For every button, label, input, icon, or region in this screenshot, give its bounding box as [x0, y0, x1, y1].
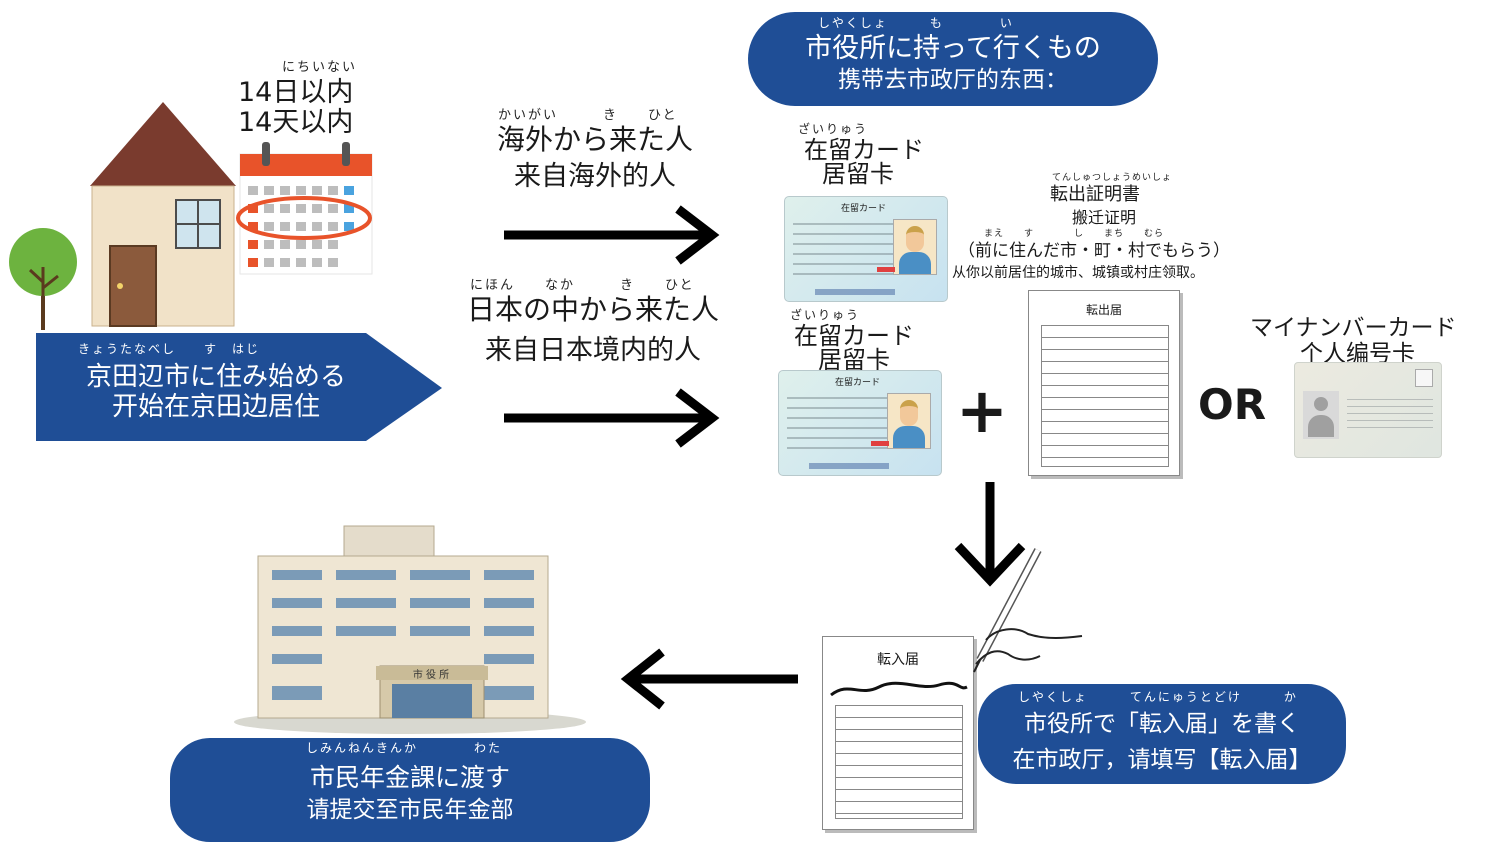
form-lines: [1041, 325, 1169, 467]
arrow-left-icon: [620, 648, 798, 710]
card-red-tag: [871, 441, 889, 446]
submit-jp: 市民年金課に渡す: [309, 763, 510, 792]
header-bubble: [748, 12, 1158, 106]
card2-cn: 居留卡: [818, 346, 890, 374]
japan-ruby: にほん なか き ひと: [470, 278, 695, 293]
submit-cn: 请提交至市民年金部: [306, 797, 514, 823]
card1-ruby: ざいりゅう: [798, 122, 869, 136]
arrow-right-icon: [504, 388, 720, 448]
card2-jp: 在留カード: [794, 322, 914, 350]
card-bottom-bar: [815, 289, 895, 295]
mynumber-photo: [1303, 391, 1339, 439]
card2-ruby: ざいりゅう: [790, 308, 861, 322]
arrow-down-icon: [954, 482, 1026, 587]
japan-cn: 来自日本境内的人: [485, 335, 701, 366]
start-cn: 开始在京田边居住: [111, 392, 320, 422]
card-bottom-bar: [809, 463, 889, 469]
or-label: OR: [1198, 380, 1267, 429]
card-text-lines: [793, 217, 893, 277]
plus-sign: +: [956, 374, 1008, 447]
house-illustration: [90, 102, 236, 327]
city-hall-sign: 市 役 所: [412, 670, 450, 681]
start-jp: 京田辺市に住み始める: [85, 362, 346, 392]
write-jp: 市役所で「転入届」を書く: [1024, 711, 1300, 737]
mynumber-card-image: [1294, 362, 1442, 458]
residence-card-image: 在留カード: [784, 196, 948, 302]
write-cn: 在市政厅，请填写【転入届】: [1012, 747, 1312, 773]
hand-writing-icon: [973, 548, 1083, 673]
arrow-right-icon: [504, 205, 720, 265]
abroad-ruby: かいがい き ひと: [498, 108, 678, 123]
cert-note-cn: 从你以前居住的城市、城镇或村庄领取。: [952, 265, 1204, 281]
cert-cn: 搬迁证明: [1072, 208, 1137, 227]
signature-line: [830, 681, 968, 697]
residence-card-image: 在留カード: [778, 370, 942, 476]
header-cn: 携带去市政厅的东西：: [838, 67, 1068, 93]
moving-in-form-document: 転入届: [822, 636, 974, 830]
tree-illustration: [9, 228, 77, 330]
mynumber-lines: [1347, 393, 1433, 433]
card-red-tag: [877, 267, 895, 272]
days-jp: 14日以内: [238, 77, 354, 108]
calendar-icon: [236, 142, 373, 275]
city-hall-building: [234, 525, 586, 734]
start-ruby: きょうたなべし す はじ: [78, 342, 261, 356]
moving-out-form-document: 転出届: [1028, 290, 1180, 476]
write-ruby: しやくしょ てんにゅうとどけ か: [1018, 690, 1298, 704]
header-jp: 市役所に持って行くもの: [805, 33, 1101, 64]
mynumber-emblem: [1415, 369, 1433, 387]
form-label: 転出届: [1085, 303, 1122, 317]
write-form-bubble: [978, 684, 1346, 784]
cert-ruby2: まえ す し まち むら: [984, 229, 1165, 239]
japan-jp: 日本の中から来た人: [466, 293, 719, 326]
mynumber-jp: マイナンバーカード: [1250, 315, 1457, 341]
card-text-lines: [787, 391, 887, 451]
form-lines: [835, 705, 963, 819]
submit-bubble: [170, 738, 650, 842]
cert-note-jp: （前に住んだ市・町・村でもらう）: [958, 241, 1230, 261]
days-cn: 14天以内: [238, 107, 354, 138]
cert-jp: 転出証明書: [1050, 184, 1140, 205]
days-ruby: にちいない: [282, 60, 358, 75]
card1-cn: 居留卡: [822, 160, 894, 188]
header-ruby: しやくしょ も い: [818, 16, 1014, 30]
card1-jp: 在留カード: [804, 136, 924, 164]
abroad-cn: 来自海外的人: [514, 161, 676, 192]
card-photo: [893, 219, 937, 275]
form-label: 転入届: [877, 652, 919, 668]
card-title: 在留カード: [841, 204, 887, 214]
cert-ruby: てんしゅつしょうめいしょ: [1052, 173, 1173, 183]
submit-ruby: しみんねんきんか わた: [306, 741, 503, 755]
card-photo: [887, 393, 931, 449]
card-title: 在留カード: [835, 378, 881, 388]
start-living-banner: [36, 333, 442, 441]
abroad-jp: 海外から来た人: [496, 123, 693, 156]
